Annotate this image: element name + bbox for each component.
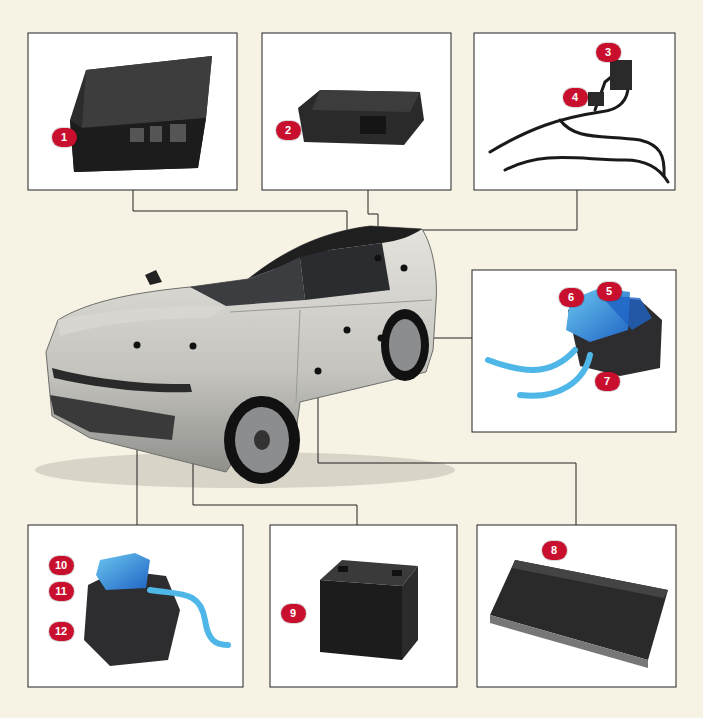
- callout-number: 11: [49, 582, 74, 601]
- leader-dots: [134, 255, 408, 375]
- callout-number: 8: [542, 541, 567, 560]
- callout-number: 7: [595, 372, 620, 391]
- car-illustration: [35, 226, 455, 488]
- callout-number: 2: [276, 121, 301, 140]
- callout-number: 1: [52, 128, 77, 147]
- callout-number: 10: [49, 556, 74, 575]
- callout-number: 6: [559, 288, 584, 307]
- battery-pack: [490, 560, 668, 668]
- callout-number: 3: [596, 43, 621, 62]
- wiring-harness: [490, 60, 668, 182]
- callout-number: 5: [597, 282, 622, 301]
- callout-number: 9: [281, 604, 306, 623]
- rear-drive-motor: [488, 288, 662, 396]
- component-panels: [28, 33, 676, 687]
- auxiliary-battery: [320, 560, 418, 660]
- callout-number: 4: [563, 88, 588, 107]
- converter-unit: [70, 56, 212, 172]
- callout-number: 12: [49, 622, 74, 641]
- front-drive-motor: [84, 553, 228, 666]
- control-unit: [298, 90, 424, 145]
